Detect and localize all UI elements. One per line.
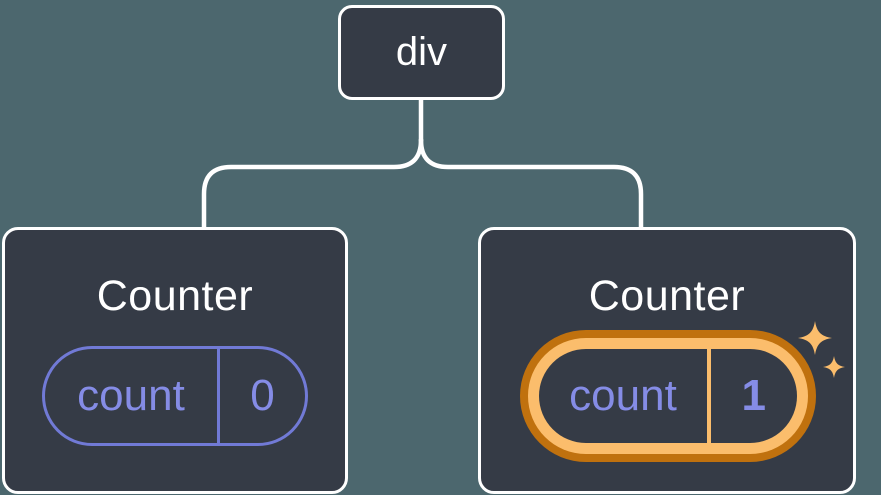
- connector-branch-left: [201, 137, 424, 232]
- state-value: 1: [741, 371, 766, 420]
- state-value: 0: [250, 371, 275, 420]
- state-pill: count 1: [539, 349, 797, 443]
- root-node-label: div: [395, 30, 448, 74]
- connector-branch-right: [418, 137, 644, 232]
- root-node-div: div: [338, 5, 505, 100]
- state-key-label: count: [569, 371, 677, 420]
- pill-divider: [707, 349, 711, 443]
- counter-title: Counter: [588, 272, 746, 320]
- pill-divider: [217, 349, 220, 443]
- state-pill: count 0: [42, 346, 308, 446]
- counter-card-right: Counter count 1: [478, 227, 856, 494]
- counter-card-left: Counter count 0: [2, 227, 348, 494]
- counter-title: Counter: [96, 272, 254, 320]
- state-pill-highlight-ring: count 1: [520, 330, 816, 462]
- state-key-label: count: [77, 371, 185, 420]
- state-pill-highlight-ring-inner: count 1: [528, 338, 808, 454]
